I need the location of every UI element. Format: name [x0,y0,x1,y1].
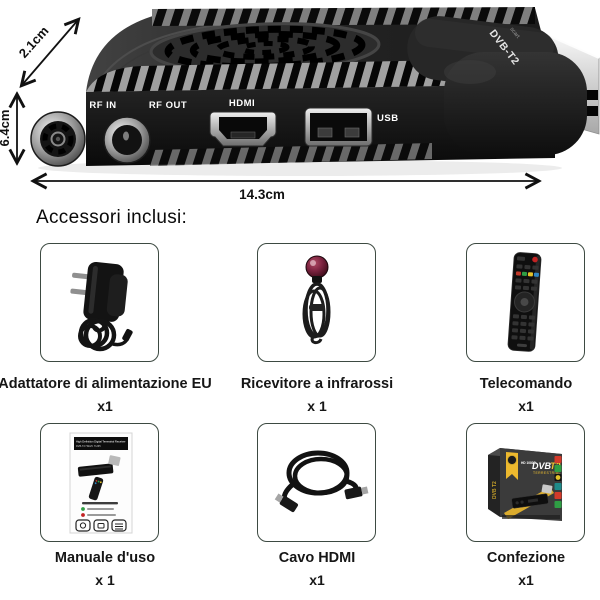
accessory-card-remote [466,243,585,362]
accessory-caption: Ricevitore a infrarossi x 1 [192,375,442,415]
depth-dimension: 6.4cm [0,95,17,162]
scart-connector: DVB-T2 scart [407,16,600,155]
accessory-name: Cavo HDMI [278,550,356,566]
accessory-card-package: DVB T2 HD 1080P DVB T2 TERRESTRIAL [466,423,585,542]
accessory-card-ir-receiver [257,243,376,362]
accessory-caption: Adattatore di alimentazione EU x1 [0,375,230,415]
accessory-card-manual: High Definition Digital Terrestrial Rece… [40,423,159,542]
accessory-name: Ricevitore a infrarossi [240,376,394,392]
power-adapter-image [69,261,133,351]
ir-receiver-image [302,255,330,344]
user-manual-image: High Definition Digital Terrestrial Rece… [69,432,132,533]
rf-out-connector [103,116,151,164]
width-dimension: 14.3cm [34,181,538,202]
package-image: DVB T2 HD 1080P DVB T2 TERRESTRIAL [487,447,562,521]
package-side-brand: DVB T2 [492,481,498,499]
accessory-caption: Confezione x1 [401,549,600,589]
accessory-qty: x1 [97,397,113,414]
hdmi-label: HDMI [229,98,255,109]
height-dimension: 2.1cm [16,20,78,85]
accessory-qty: x 1 [307,397,327,414]
accessory-caption: Telecomando x1 [401,375,600,415]
depth-dimension-label: 6.4cm [0,110,12,147]
accessory-name: Confezione [486,550,566,566]
usb-port [304,107,373,147]
width-dimension-label: 14.3cm [239,187,285,202]
accessories-heading: Accessori inclusi: [36,207,188,228]
accessory-name: Adattatore di alimentazione EU [0,376,212,392]
accessory-qty: x1 [309,571,325,588]
package-hd-label: HD 1080P [521,461,537,465]
hdmi-port [209,111,277,147]
bottom-vents [150,143,432,166]
package-brand-sub: TERRESTRIAL [533,471,561,475]
hdmi-cable-image [274,450,368,512]
usb-label: USB [377,113,399,124]
accessory-caption: Cavo HDMI x1 [192,549,442,589]
accessory-qty: x 1 [95,571,115,588]
accessory-qty: x1 [518,571,534,588]
device-illustration: RF IN RF OUT HDMI USB DVB-T2 scart 2.1cm [0,7,600,202]
remote-control-image [507,251,541,352]
accessory-name: Manuale d'uso [54,550,156,566]
fan-grille [149,22,381,74]
accessory-qty: x1 [518,397,534,414]
height-dimension-label: 2.1cm [16,23,52,60]
manual-title: High Definition Digital Terrestrial Rece… [76,439,126,443]
rf-out-label: RF OUT [149,100,187,111]
accessory-name: Telecomando [479,376,573,392]
package-brand-dvb: DVB [532,461,552,471]
accessory-caption: Manuale d'uso x 1 [0,549,230,589]
rf-in-label: RF IN [89,100,116,111]
rf-in-connector [30,111,86,167]
manual-subtitle: DVB-T2 H/EVC H.265 [76,445,101,448]
accessory-card-power-adapter [40,243,159,362]
accessory-card-hdmi-cable [257,423,376,542]
